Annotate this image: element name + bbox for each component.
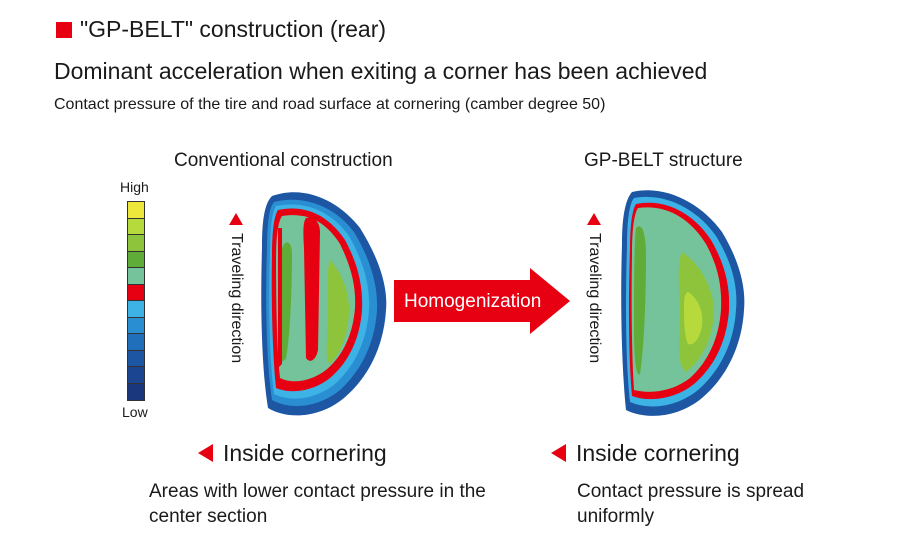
inside-left-arrow-icon xyxy=(551,444,566,462)
inside-cornering-label: Inside cornering xyxy=(223,440,387,466)
legend-swatch xyxy=(128,202,144,219)
homogenization-label: Homogenization xyxy=(404,291,542,312)
legend-swatch xyxy=(128,235,144,252)
traveling-direction-label: Traveling direction xyxy=(228,233,245,364)
legend-low-label: Low xyxy=(122,404,148,420)
pressure-color-scale xyxy=(127,201,145,401)
legend-swatch xyxy=(128,383,144,400)
legend-swatch xyxy=(128,218,144,235)
conventional-caption: Areas with lower contact pressure in the… xyxy=(149,481,486,527)
direction-up-arrow-icon xyxy=(587,213,601,225)
legend-swatch xyxy=(128,317,144,334)
page-description: Contact pressure of the tire and road su… xyxy=(54,96,606,113)
legend-swatch xyxy=(128,350,144,367)
green-band-left xyxy=(634,226,646,375)
legend-swatch xyxy=(128,334,144,351)
gpbelt-caption: Contact pressure is spread uniformly xyxy=(577,481,805,527)
page-title: "GP-BELT" construction (rear) xyxy=(80,16,387,42)
direction-up-arrow-icon xyxy=(229,213,243,225)
red-center-stripe xyxy=(303,217,320,361)
conventional-heading: Conventional construction xyxy=(174,150,393,171)
green-band-right xyxy=(326,260,350,364)
inside-cornering-label: Inside cornering xyxy=(576,440,740,466)
legend-swatch xyxy=(128,367,144,384)
gpbelt-heading: GP-BELT structure xyxy=(584,150,743,171)
red-left-stripe xyxy=(278,228,282,368)
traveling-direction-label: Traveling direction xyxy=(586,233,603,364)
legend-swatch xyxy=(128,284,144,301)
legend-swatch xyxy=(128,268,144,285)
legend-swatch xyxy=(128,301,144,318)
conventional-pressure-map xyxy=(261,192,387,416)
title-marker-square xyxy=(56,22,72,38)
gpbelt-pressure-map xyxy=(621,190,745,416)
yellow-high-zone xyxy=(684,292,703,345)
homogenization-arrow xyxy=(394,268,570,334)
legend-swatch xyxy=(128,251,144,268)
legend-high-label: High xyxy=(120,179,149,195)
inside-left-arrow-icon xyxy=(198,444,213,462)
page-subtitle: Dominant acceleration when exiting a cor… xyxy=(54,58,708,84)
